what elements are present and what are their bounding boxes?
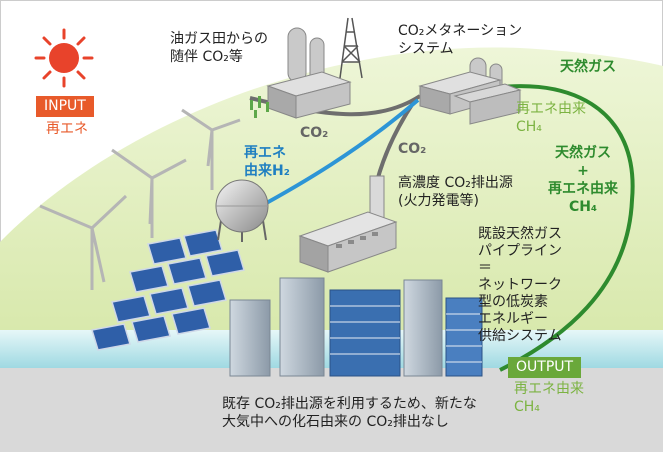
bottom-note-label: 既存 CO₂排出源を利用するため、新たな 大気中への化石由来の CO₂排出なし bbox=[222, 396, 477, 430]
co2-plant-label: CO₂ bbox=[398, 141, 427, 157]
output-tag: OUTPUT bbox=[508, 357, 582, 378]
solar-panels bbox=[91, 229, 245, 351]
ground-band bbox=[0, 368, 663, 452]
renewable-ch4-bottom-label: 再エネ由来 CH₄ bbox=[514, 381, 584, 415]
sun-icon bbox=[34, 28, 94, 88]
oilgas-field-plant bbox=[250, 17, 363, 119]
methanation-system-label: CO₂メタネーション システム bbox=[398, 23, 523, 57]
natural-gas-top-label: 天然ガス bbox=[560, 59, 616, 75]
input-tag: INPUT bbox=[36, 96, 94, 117]
h2-line bbox=[249, 98, 420, 214]
natural-gas-renewable-label: 天然ガス + 再エネ由来 CH₄ bbox=[548, 145, 618, 215]
renewable-ch4-top-label: 再エネ由来 CH₄ bbox=[516, 101, 586, 135]
high-conc-co2-source-label: 高濃度 CO₂排出源 (火力発電等) bbox=[398, 175, 513, 209]
pipeline-description-label: 既設天然ガス パイプライン ＝ ネットワーク 型の低炭素 エネルギー 供給システ… bbox=[478, 226, 562, 344]
wind-turbines bbox=[39, 108, 241, 290]
hydrogen-sphere-tank bbox=[215, 179, 269, 242]
city-buildings bbox=[229, 277, 483, 377]
natural-gas-pipeline bbox=[469, 84, 635, 372]
methanation-plant bbox=[418, 57, 522, 125]
thermal-power-plant bbox=[298, 175, 398, 273]
co2-oilfield-label: CO₂ bbox=[300, 125, 329, 141]
renewable-h2-label: 再エネ 由来H₂ bbox=[244, 145, 290, 179]
input-sub-label: 再エネ bbox=[46, 121, 88, 137]
oilgas-co2-label: 油ガス田からの 随伴 CO₂等 bbox=[170, 31, 268, 65]
